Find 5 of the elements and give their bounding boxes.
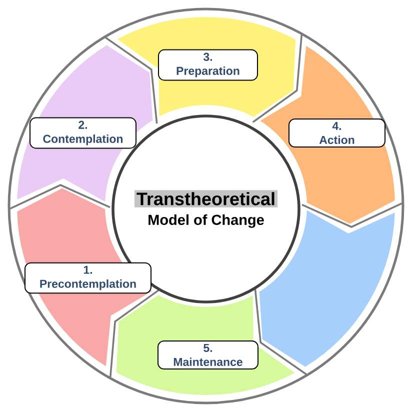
stage-label-box: 2. Contemplation <box>30 117 136 149</box>
stage-label-box: 4. Action <box>288 118 386 148</box>
stage-label-box: 3. Preparation <box>158 49 258 81</box>
stage-label-box: 1. Precontemplation <box>24 262 152 294</box>
stage-label-box: 5. Maintenance <box>158 340 258 370</box>
